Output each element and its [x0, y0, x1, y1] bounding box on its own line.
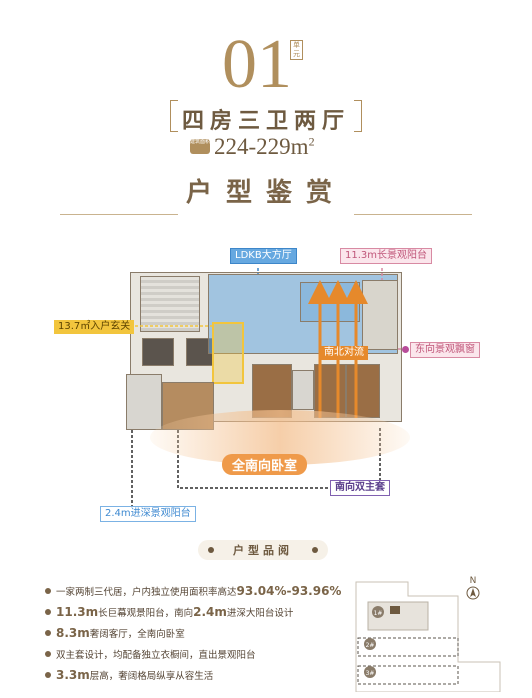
site-map: 1# 2# 3#: [355, 581, 501, 692]
appreciation-title: 户型鉴赏: [185, 178, 346, 208]
feature-text: 一家两制三代居，户内独立使用面积率高达: [56, 587, 237, 598]
feature-list: 一家两制三代居，户内独立使用面积率高达93.04%-93.96% 11.3m长巨…: [45, 584, 376, 689]
left-bracket: [170, 100, 178, 132]
bullet-icon: [45, 630, 51, 636]
deep-balcony-callout: 2.4m进深景观阳台: [100, 506, 196, 522]
site-boundary: [355, 581, 501, 692]
east-room: [362, 280, 398, 350]
banner-dot-right: [312, 547, 318, 553]
entrance-callout: 13.7㎡入户玄关: [54, 320, 135, 334]
bath-2: [292, 370, 314, 410]
floor-plan: 全南向卧室 LDKB大方厅 11.3m长景观阳台 13.7㎡入户玄关 东向景观飘…: [0, 240, 532, 530]
compass-arrow: [466, 586, 480, 600]
area-row: 建筑面积 224-229m2: [190, 134, 370, 162]
layout-type: 四房三卫两厅: [181, 109, 350, 134]
site-row-2: [357, 637, 459, 657]
area-superscript: 2: [308, 134, 315, 149]
bedroom-1: [252, 364, 292, 418]
baywindow-dot: [402, 346, 409, 353]
double-master-callout: 南向双主套: [330, 480, 390, 496]
balcony-callout: 11.3m长景观阳台: [340, 248, 433, 264]
banner-dot-left: [208, 547, 214, 553]
bullet-icon: [45, 588, 51, 594]
right-divider: [354, 214, 472, 215]
area-text: 224-229m2: [214, 134, 315, 160]
highlights-banner: 户型品阅: [198, 540, 328, 560]
bullet-icon: [45, 672, 51, 678]
feature-text: 双主套设计，均配备独立衣橱间，直出景观阳台: [56, 650, 256, 661]
ventilation-arrows: [130, 268, 408, 508]
feature-highlight: 2.4m: [193, 605, 227, 619]
layout-type-frame: 四房三卫两厅: [170, 100, 362, 134]
site-row-3: [357, 665, 459, 685]
feature-highlight: 11.3m: [56, 605, 99, 619]
unit-tag: 单元: [290, 40, 303, 60]
feature-text: 层高，奢阔格局纵享从容生活: [89, 671, 214, 682]
area-icon: 建筑面积: [190, 139, 210, 154]
elevator-1: [142, 338, 174, 366]
building-badge-2: [364, 638, 376, 650]
feature-highlight: 8.3m: [56, 626, 90, 640]
bedroom-3: [346, 364, 380, 418]
entrance-area: [212, 322, 244, 384]
feature-item: 11.3m长巨幕观景阳台，南向2.4m进深大阳台设计: [45, 605, 376, 626]
unit-1-marker: [390, 606, 400, 614]
bay-window-callout: 东向景观飘窗: [410, 342, 480, 358]
unit-number: 01: [222, 26, 292, 103]
stair-core: [140, 276, 200, 332]
feature-text: 进深大阳台设计: [226, 608, 294, 619]
bullet-icon: [45, 609, 51, 615]
building-label-1: 1#: [374, 610, 383, 617]
left-divider: [60, 214, 178, 215]
bullet-icon: [45, 651, 51, 657]
ventilation-callout: 南北对流: [320, 346, 368, 360]
feature-highlight: 93.04%-93.96%: [236, 584, 342, 598]
building-badge-1: [372, 606, 384, 618]
right-bracket: [354, 100, 362, 132]
compass-letter: N: [469, 576, 477, 586]
building-label-3: 3#: [366, 670, 375, 677]
compass-icon: N: [466, 576, 480, 600]
feature-text: 长巨幕观景阳台，南向: [98, 608, 194, 619]
feature-item: 双主套设计，均配备独立衣橱间，直出景观阳台: [45, 647, 376, 668]
feature-text: 奢阔客厅，全南向卧室: [89, 629, 185, 640]
feature-highlight: 3.3m: [56, 668, 90, 682]
ldkb-callout: LDKB大方厅: [230, 248, 297, 264]
building-badge-3: [364, 666, 376, 678]
highlights-title: 户型品阅: [233, 544, 293, 557]
building-label-2: 2#: [366, 642, 375, 649]
feature-item: 一家两制三代居，户内独立使用面积率高达93.04%-93.96%: [45, 584, 376, 605]
feature-item: 3.3m层高，奢阔格局纵享从容生活: [45, 668, 376, 689]
feature-item: 8.3m奢阔客厅，全南向卧室: [45, 626, 376, 647]
area-value: 224-229m: [214, 134, 309, 159]
leader-double-master: [177, 430, 330, 489]
south-bedrooms-label: 全南向卧室: [222, 454, 308, 475]
bath-1: [126, 374, 162, 430]
